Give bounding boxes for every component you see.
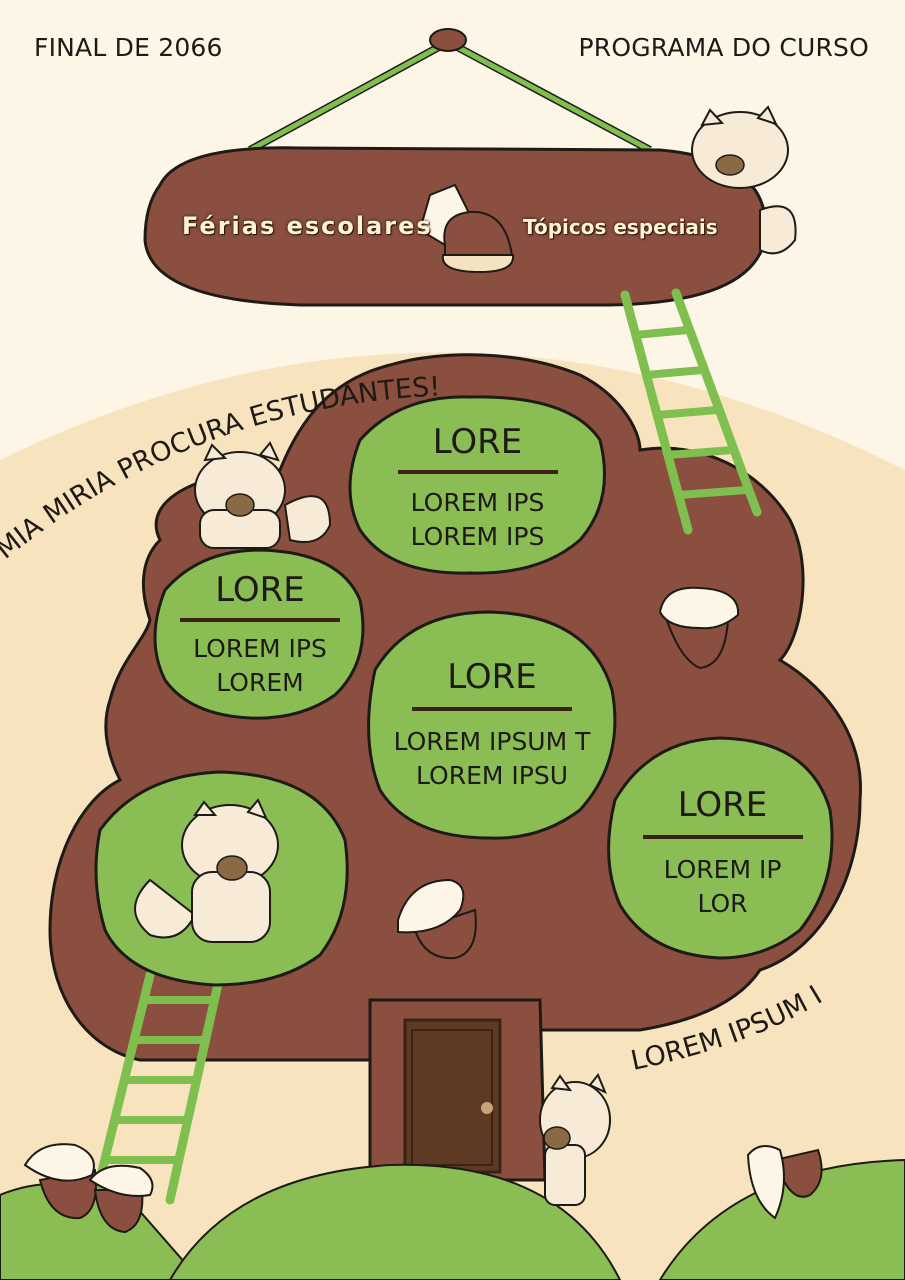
leaf-blob-5 <box>607 736 834 960</box>
squirrel-icon <box>539 1073 611 1206</box>
blob-divider <box>180 618 340 622</box>
blob-divider <box>412 707 572 711</box>
door-icon <box>403 1018 502 1174</box>
blob-title: LORE <box>677 785 768 825</box>
info-blob-2: LORE LOREM IPS LOREM <box>160 560 360 710</box>
acorn-icon <box>658 586 740 670</box>
blob-text-line-1: LOREM IP <box>663 855 782 884</box>
blob-title: LORE <box>432 421 523 462</box>
blob-divider <box>397 469 558 474</box>
blob-text-line-1: LOREM IPS <box>410 487 545 517</box>
leaf-blob-2 <box>153 548 365 720</box>
ground-hill-middle <box>168 1163 622 1280</box>
sign-nail <box>429 28 467 52</box>
ladder-icon <box>90 970 225 1205</box>
header-left-text: FINAL DE 2066 <box>34 33 223 62</box>
blob-divider <box>642 835 803 839</box>
ladder-icon <box>620 288 762 535</box>
blob-text-line-1: LOREM IPSUM T <box>393 727 591 756</box>
info-blob-4: LORE LOREM IP LOR <box>615 768 830 938</box>
blob-text-line-1: LOREM IPS <box>193 634 327 663</box>
squirrel-icon <box>691 105 797 255</box>
blob-text-line-2: LOREM <box>216 668 304 697</box>
blob-text-line-2: LOREM IPSU <box>415 761 568 790</box>
squirrel-icon <box>134 798 279 943</box>
blob-title: LORE <box>447 657 537 697</box>
sign-left-text: Férias escolares <box>182 212 433 240</box>
leaf-blob-1 <box>348 395 606 575</box>
acorn-icon <box>23 1143 97 1220</box>
blob-text-line-2: LOR <box>697 889 748 918</box>
acorn-icon <box>397 878 477 960</box>
info-blob-3: LORE LOREM IPSUM T LOREM IPSU <box>372 630 612 820</box>
info-blob-1: LORE LOREM IPS LOREM IPS <box>360 405 595 570</box>
header-right-text: PROGRAMA DO CURSO <box>578 33 869 62</box>
chestnut-icon <box>418 183 515 274</box>
sign-right-text: Tópicos especiais <box>523 215 718 239</box>
blob-title: LORE <box>215 570 305 610</box>
acorn-icon <box>746 1145 823 1220</box>
acorn-icon <box>88 1164 154 1234</box>
blob-text-line-2: LOREM IPS <box>410 521 545 551</box>
squirrel-icon <box>194 441 332 549</box>
leaf-blob-3 <box>367 610 617 840</box>
